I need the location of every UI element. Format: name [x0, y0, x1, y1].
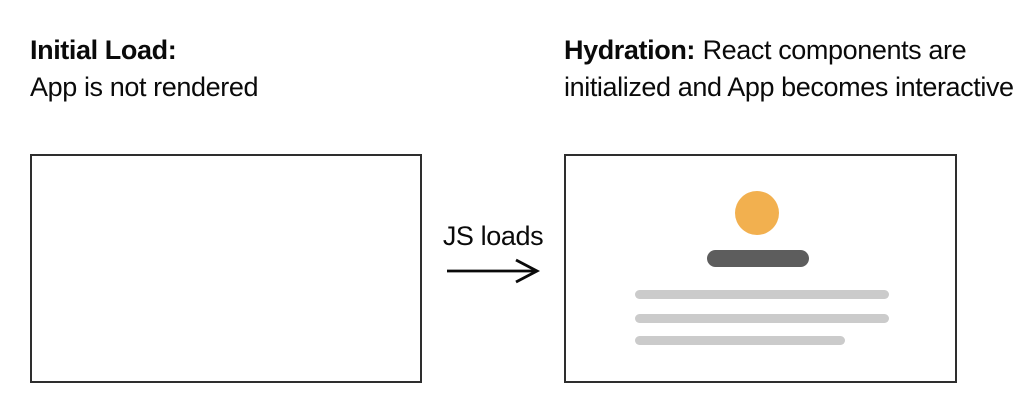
hydration-description: React components are initialized and App… — [564, 35, 1014, 102]
text-line-placeholder — [635, 290, 889, 299]
initial-load-caption: Initial Load: App is not rendered — [30, 32, 440, 106]
text-line-placeholder — [635, 314, 889, 323]
initial-load-subtitle: App is not rendered — [30, 72, 259, 102]
right-arrow-icon — [446, 258, 540, 284]
avatar-placeholder-circle — [735, 191, 779, 235]
text-line-placeholder — [635, 336, 845, 345]
hydration-title: Hydration: — [564, 35, 696, 65]
title-placeholder-bar — [707, 250, 809, 267]
transition-group: JS loads — [422, 218, 564, 286]
initial-load-title: Initial Load: — [30, 35, 177, 65]
hydration-box — [564, 154, 957, 383]
hydration-caption: Hydration:React components are initializ… — [564, 32, 1024, 106]
js-loads-label: JS loads — [442, 221, 544, 251]
initial-load-box — [30, 154, 422, 383]
